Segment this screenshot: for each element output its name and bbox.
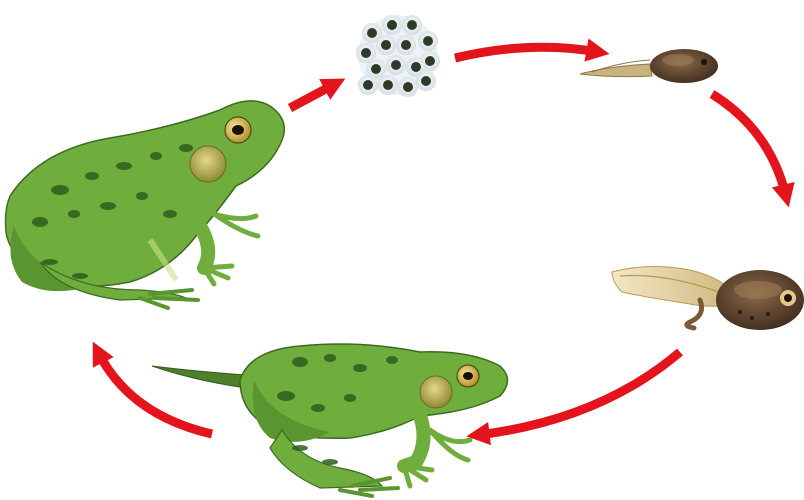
frog-spawn-icon [356, 15, 440, 97]
tadpole-with-legs-icon [612, 266, 804, 330]
froglet-icon [152, 344, 508, 496]
arrow-adult-to-eggs [290, 84, 335, 108]
arrow-legged-tadpole-to-froglet [478, 352, 680, 435]
adult-frog-icon [6, 101, 285, 308]
arrow-eggs-to-tadpole [455, 47, 598, 58]
arrow-froglet-to-adult [98, 352, 212, 434]
arrow-tadpole-to-legged-tadpole [712, 94, 786, 196]
young-tadpole-icon [580, 49, 718, 83]
